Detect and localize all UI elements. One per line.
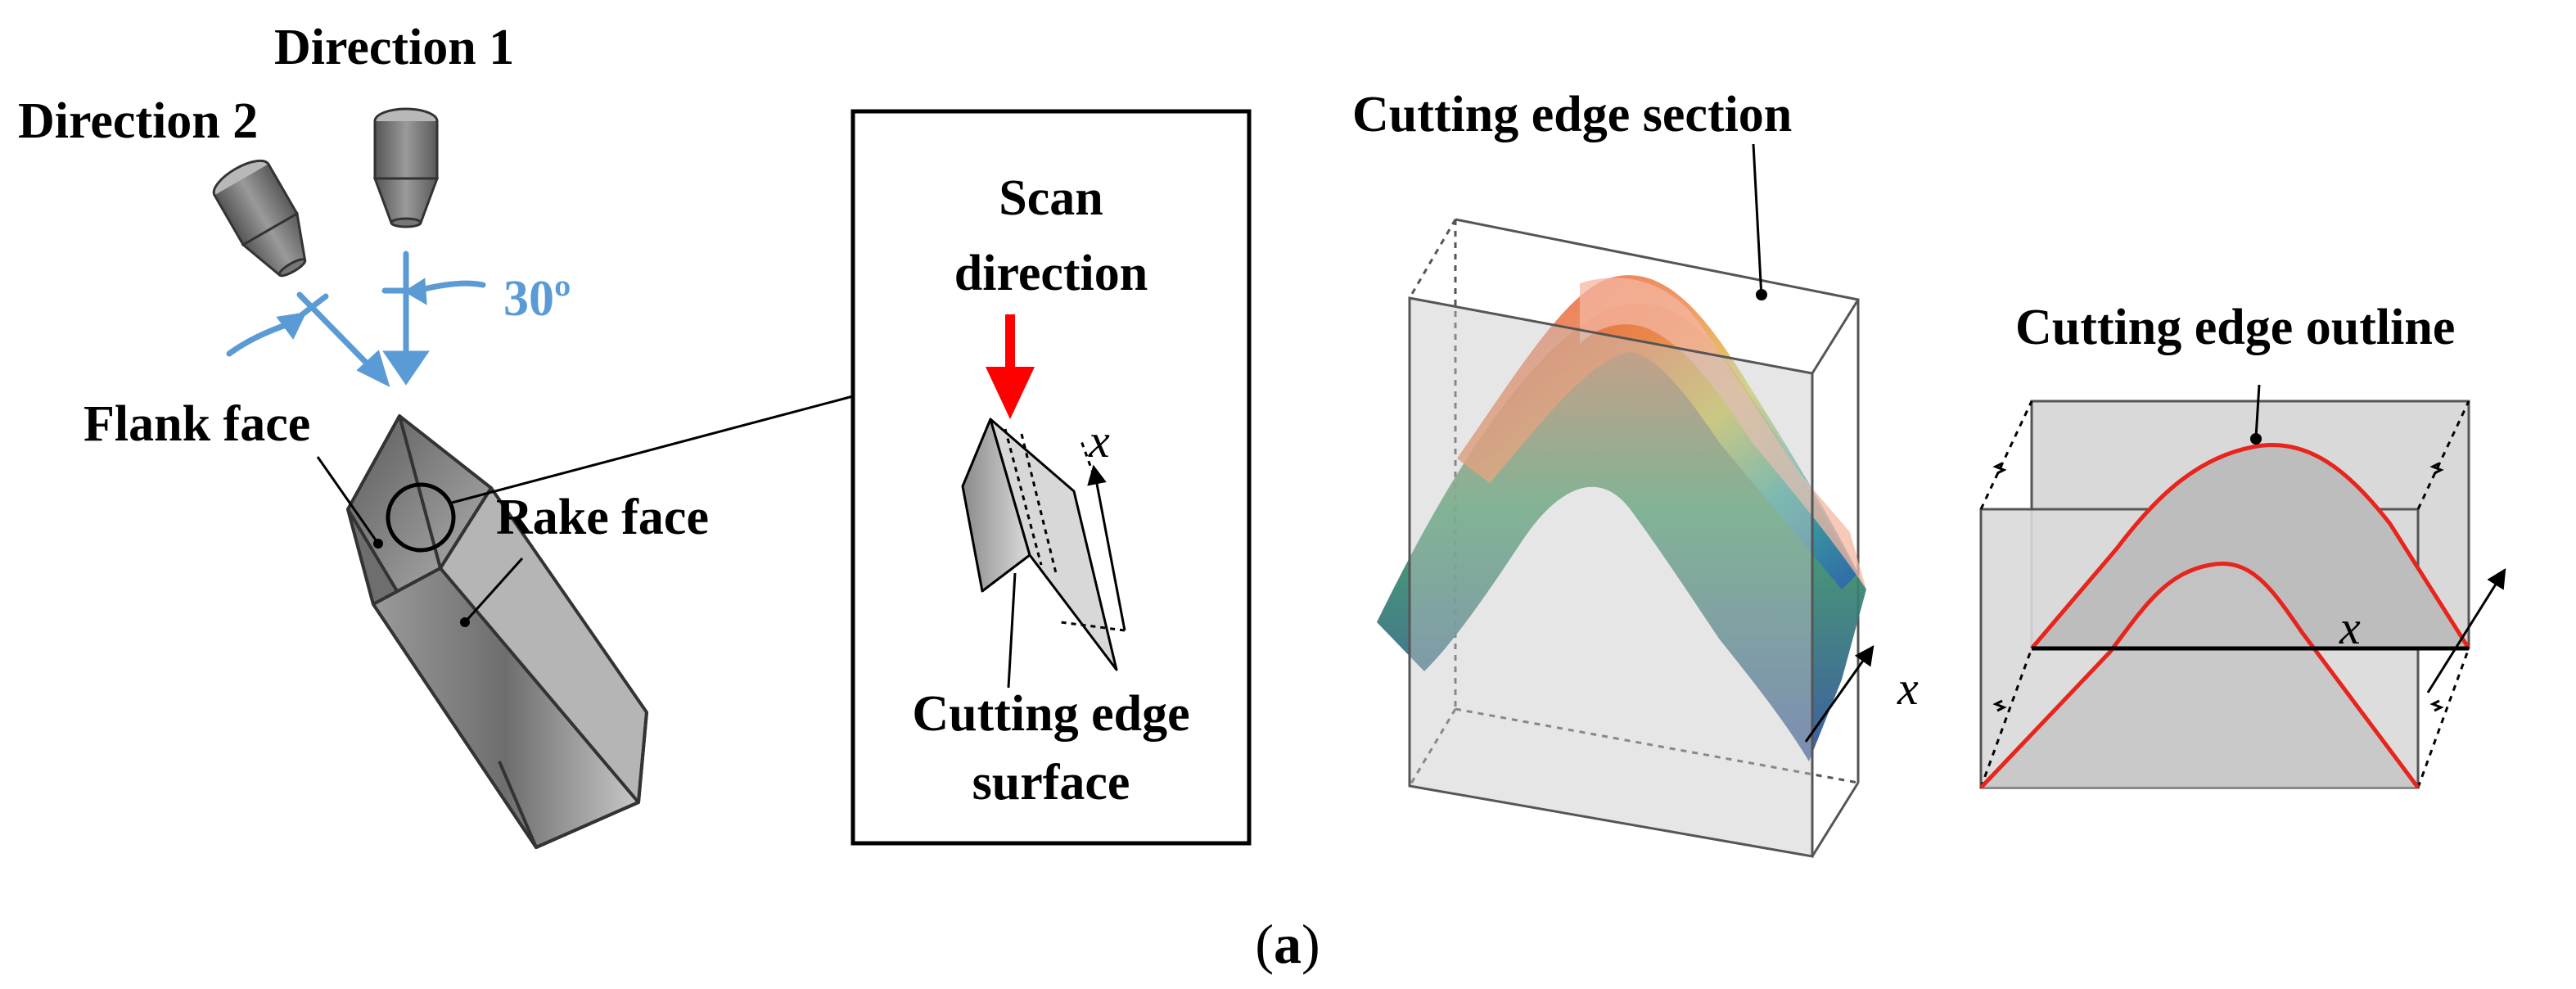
direction-2-label: Direction 2 <box>18 93 258 149</box>
flank-face-leader <box>316 456 380 544</box>
scanned-surface-panel: x Cutting edge section <box>1352 87 1919 858</box>
x-axis-label-outline: x <box>2339 601 2361 654</box>
cutting-edge-section-label: Cutting edge section <box>1352 87 1792 142</box>
scan-label-line2: direction <box>954 246 1148 301</box>
outline-curve-back <box>2030 442 2471 650</box>
surface-scan-image <box>1377 275 1866 761</box>
angle-label: 30º <box>503 271 571 327</box>
scan-direction-arrow <box>986 314 1035 419</box>
cutting-tool-body <box>346 414 648 849</box>
rake-face-label: Rake face <box>496 490 709 545</box>
tool-diagram: Direction 1 Direction 2 30º Flank face R… <box>18 20 854 849</box>
x-axis-label-scan: x <box>1088 414 1110 467</box>
cutting-edge-surface-shape <box>961 418 1118 671</box>
objective-direction-2-icon <box>212 159 307 278</box>
scan-label-line1: Scan <box>999 170 1103 226</box>
cutting-edge-surface-label-line2: surface <box>972 755 1130 811</box>
objective-direction-1-icon <box>372 107 440 228</box>
outline-curve-front <box>1979 562 2420 789</box>
zoom-line-top <box>451 395 854 504</box>
rake-face-leader <box>463 557 524 624</box>
direction-1-label: Direction 1 <box>274 20 514 75</box>
section-plane <box>1408 296 1814 858</box>
figure-caption: (a) <box>1255 913 1320 975</box>
outline-panel: x Cutting edge outline <box>1979 300 2506 789</box>
flank-face-label: Flank face <box>83 396 310 452</box>
inspection-circle <box>386 482 456 553</box>
x-axis-label-surface: x <box>1897 662 1919 715</box>
cutting-edge-surface-label-line1: Cutting edge <box>912 686 1189 742</box>
cutting-edge-outline-label: Cutting edge outline <box>2015 300 2455 355</box>
blue-direction-arrows <box>226 251 486 387</box>
scan-detail-panel: Scan direction x Cutting edge surface <box>850 109 1252 846</box>
